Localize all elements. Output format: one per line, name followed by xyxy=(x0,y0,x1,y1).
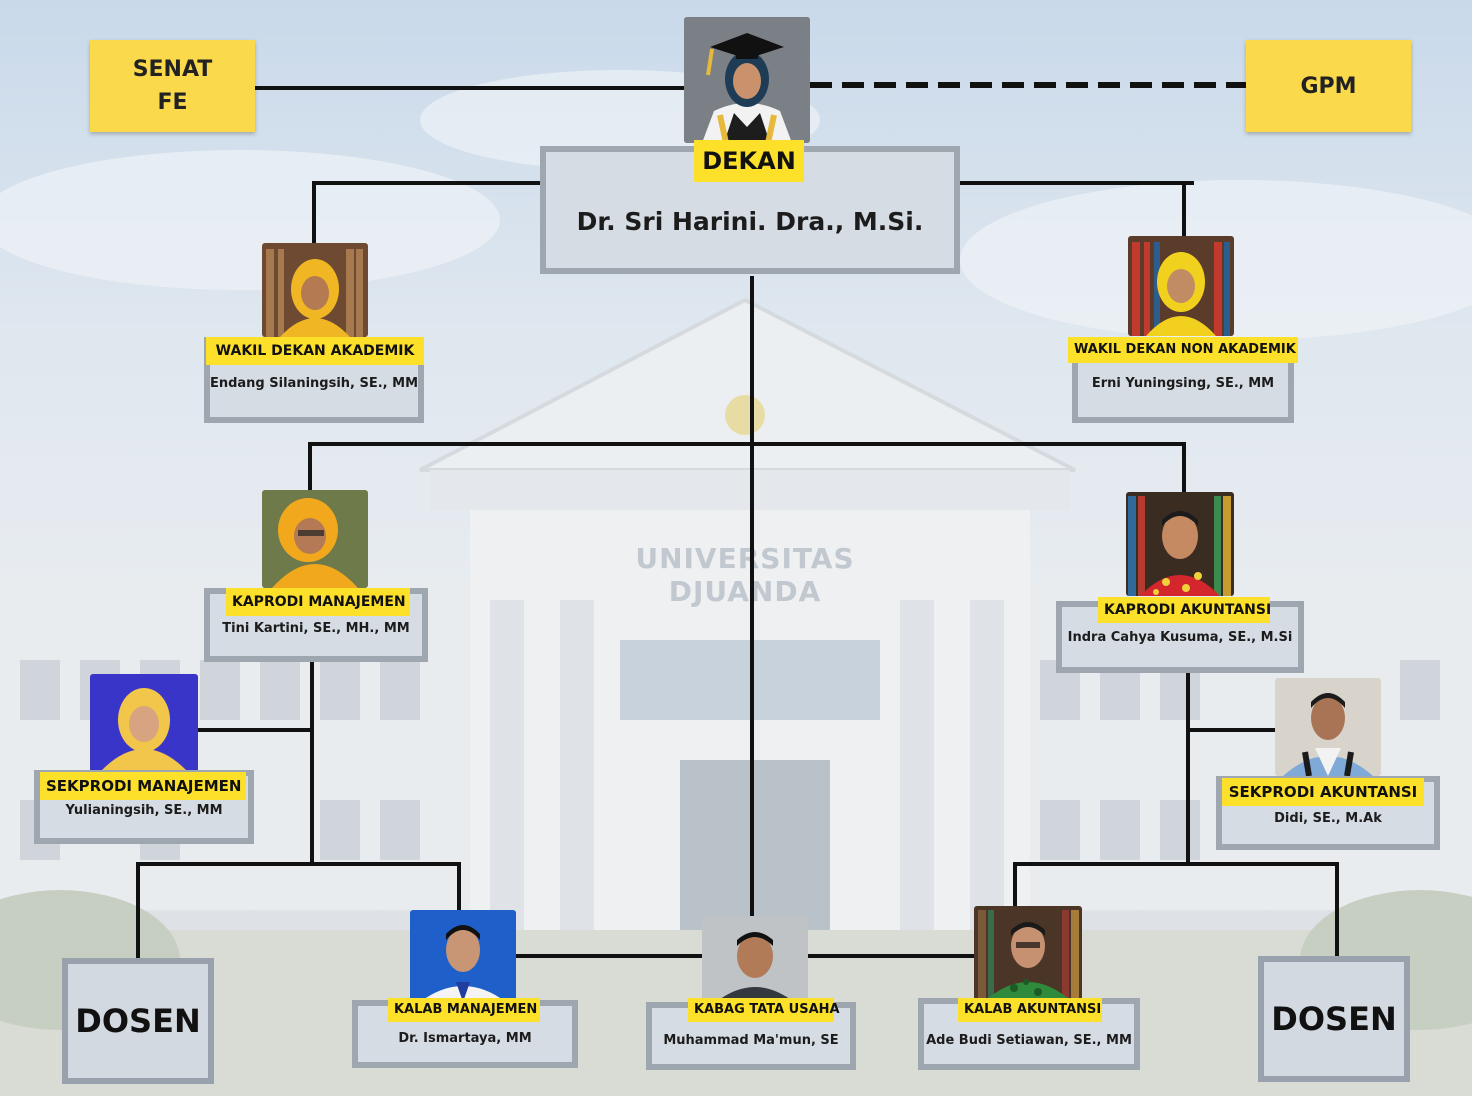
connector xyxy=(960,181,1194,185)
dosen-left-box: DOSEN xyxy=(62,958,214,1084)
connector xyxy=(457,862,461,912)
watermark-text: UNIVERSITAS DJUANDA xyxy=(635,542,855,608)
kalab-akuntansi-name: Ade Budi Setiawan, SE., MM xyxy=(926,1033,1132,1048)
sekprodi-manajemen-title: SEKPRODI MANAJEMEN xyxy=(40,772,246,800)
connector xyxy=(1182,181,1186,236)
wakil-akademik-name: Endang Silaningsih, SE., MM xyxy=(209,376,419,391)
connector xyxy=(1182,442,1186,494)
connector xyxy=(255,86,685,90)
connector xyxy=(136,862,140,962)
dashed-connector xyxy=(810,82,1246,88)
kabag-tata-usaha-name: Muhammad Ma'mun, SE xyxy=(663,1033,839,1048)
person-hijab-icon xyxy=(1128,236,1234,336)
dekan-photo xyxy=(684,17,810,143)
kabag-tata-usaha-title: KABAG TATA USAHA xyxy=(688,998,840,1022)
person-icon xyxy=(1275,678,1381,776)
person-icon xyxy=(702,916,808,1002)
kaprodi-manajemen-title: KAPRODI MANAJEMEN xyxy=(226,588,410,616)
connector xyxy=(312,181,542,185)
dekan-name: Dr. Sri Harini. Dra., M.Si. xyxy=(576,206,924,236)
sekprodi-manajemen-name: Yulianingsih, SE., MM xyxy=(65,803,223,818)
wakil-non-akademik-title: WAKIL DEKAN NON AKADEMIK xyxy=(1068,337,1298,363)
wakil-non-akademik-name: Erni Yuningsing, SE., MM xyxy=(1091,376,1275,391)
person-hijab-icon xyxy=(262,490,368,588)
wakil-akademik-title: WAKIL DEKAN AKADEMIK xyxy=(206,337,424,365)
person-icon xyxy=(410,910,516,1002)
kaprodi-manajemen-photo xyxy=(262,490,368,588)
connector xyxy=(1186,670,1190,862)
kalab-akuntansi-title: KALAB AKUNTANSI xyxy=(958,998,1102,1022)
connector xyxy=(1335,862,1339,958)
kalab-manajemen-name: Dr. Ismartaya, MM xyxy=(398,1031,532,1046)
kalab-akuntansi-photo xyxy=(974,906,1082,1000)
gpm-label: GPM xyxy=(1300,73,1357,99)
connector xyxy=(312,181,316,245)
sekprodi-akuntansi-photo xyxy=(1275,678,1381,776)
person-icon xyxy=(974,906,1082,1000)
dosen-left-label: DOSEN xyxy=(75,1002,201,1040)
person-icon xyxy=(1126,492,1234,596)
connector xyxy=(197,728,312,732)
sekprodi-akuntansi-name: Didi, SE., M.Ak xyxy=(1274,811,1382,826)
connector xyxy=(750,276,754,958)
wakil-akademik-photo xyxy=(262,243,368,337)
kaprodi-manajemen-name: Tini Kartini, SE., MH., MM xyxy=(222,621,410,636)
connector xyxy=(308,442,312,492)
connector xyxy=(1013,862,1339,866)
kalab-manajemen-photo xyxy=(410,910,516,1002)
gpm-box: GPM xyxy=(1246,40,1411,132)
connector xyxy=(136,862,460,866)
kaprodi-akuntansi-title: KAPRODI AKUNTANSI xyxy=(1098,597,1271,623)
wakil-non-akademik-photo xyxy=(1128,236,1234,336)
person-hijab-icon xyxy=(90,674,198,772)
kabag-tata-usaha-photo xyxy=(702,916,808,1002)
senat-fe-label: SENAT FE xyxy=(132,57,213,115)
sekprodi-akuntansi-title: SEKPRODI AKUNTANSI xyxy=(1222,778,1424,806)
sekprodi-manajemen-photo xyxy=(90,674,198,772)
kaprodi-akuntansi-name: Indra Cahya Kusuma, SE., M.Si xyxy=(1067,630,1293,645)
connector xyxy=(1186,728,1276,732)
person-graduate-icon xyxy=(684,17,810,143)
kalab-manajemen-title: KALAB MANAJEMEN xyxy=(388,998,540,1022)
dosen-right-box: DOSEN xyxy=(1258,956,1410,1082)
connector xyxy=(308,442,1186,446)
senat-fe-box: SENAT FE xyxy=(90,40,255,132)
kaprodi-akuntansi-photo xyxy=(1126,492,1234,596)
dosen-right-label: DOSEN xyxy=(1271,1000,1397,1038)
dekan-title: DEKAN xyxy=(694,140,804,182)
connector xyxy=(1013,862,1017,910)
person-hijab-icon xyxy=(262,243,368,337)
connector xyxy=(310,660,314,864)
